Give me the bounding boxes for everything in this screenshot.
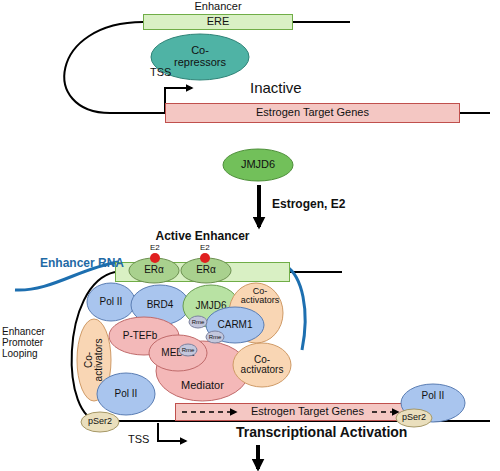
methyl-mark: Rme [188, 315, 208, 329]
node-text: pSer2 [88, 417, 112, 426]
ellipse-shape [233, 343, 291, 387]
text-label: TSS [150, 66, 171, 78]
node-text: Rme [209, 334, 222, 340]
node-text: Pol II [100, 297, 123, 308]
text-frame: MED12 [148, 334, 208, 372]
phospho-mark: pSer2 [80, 411, 120, 433]
node-text: Rme [182, 347, 195, 353]
enhancer-element: EREEnhancer [143, 0, 293, 30]
ellipse-shape [189, 316, 207, 328]
node-text: Mediator [181, 380, 224, 392]
ellipse-shape [401, 384, 465, 422]
node-text: Co-activators [239, 355, 285, 376]
ellipse-shape [181, 258, 231, 283]
edge-label: Enhancer Promoter Looping [2, 326, 64, 359]
node-text: Co-activators [237, 287, 283, 306]
ellipse-shape [206, 307, 264, 343]
text-frame: Rme [205, 330, 225, 344]
enhancer-strip: ERE [143, 14, 293, 30]
node-text: ERα [196, 265, 216, 276]
connector [64, 22, 165, 113]
dna-strand [293, 21, 350, 23]
coactivator-ellipse: Co-activators [232, 342, 292, 388]
text-frame: Co-activators [232, 342, 292, 388]
node-text: Co-activators [84, 334, 105, 386]
node-text: Pol II [422, 391, 445, 402]
dna-strand [460, 112, 490, 114]
node-text: Pol II [115, 389, 138, 400]
transcription-arrow [372, 411, 398, 413]
methyl-mark: Rme [205, 330, 225, 344]
text-label: Enhancer RNA [40, 257, 124, 270]
ellipse-shape [149, 335, 207, 371]
text-frame: Pol II [96, 372, 156, 416]
node-text: ERα [144, 265, 164, 276]
methyl-mark: Rme [178, 343, 198, 357]
ellipse-shape [87, 283, 135, 321]
node-text: ERE [207, 16, 230, 28]
dna-strand [290, 271, 342, 273]
ellipse-shape [223, 149, 293, 181]
protein-ellipse: MED12 [148, 334, 208, 372]
text-frame: Estrogen Target Genes [166, 104, 459, 122]
text-frame: JMJD6 [222, 148, 294, 182]
text-label: E2 [200, 244, 210, 253]
text-label: TSS [128, 433, 149, 445]
node-text: pSer2 [402, 413, 426, 422]
text-frame: Rme [188, 315, 208, 329]
node-text: BRD4 [147, 300, 174, 311]
ellipse-shape [129, 258, 179, 283]
node-text: Estrogen Target Genes [251, 406, 364, 418]
protein-ellipse: JMJD6 [222, 148, 294, 182]
ellipse-shape [97, 373, 155, 415]
node-text: Rme [192, 319, 205, 325]
node-text: Co-repressors [170, 45, 230, 68]
text-frame: Rme [178, 343, 198, 357]
node-text: P-TEFb [123, 331, 157, 342]
ellipse-shape [179, 344, 197, 356]
polymerase-ellipse: Pol II [86, 282, 136, 322]
estradiol-dot [200, 253, 210, 263]
connector [257, 185, 261, 227]
gene-bar: Estrogen Target Genes [165, 103, 460, 123]
estradiol-dot [150, 253, 160, 263]
text-label: E2 [150, 244, 160, 253]
ellipse-shape [81, 412, 119, 432]
text-label: Inactive [250, 80, 302, 97]
ellipse-shape [151, 34, 249, 80]
flow-arrow [256, 445, 260, 469]
heading-text: Active Enhancer [85, 230, 320, 243]
polymerase-ellipse: Pol II [96, 372, 156, 416]
ellipse-shape [206, 331, 224, 343]
node-text: JMJD6 [241, 159, 275, 171]
text-frame: pSer2 [80, 411, 120, 433]
tss-arrow [158, 423, 186, 441]
text-frame: Pol II [86, 282, 136, 322]
node-text: Estrogen Target Genes [256, 107, 369, 119]
heading-text: Enhancer [113, 0, 323, 12]
text-label: Transcriptional Activation [236, 425, 407, 440]
node-text: CARM1 [217, 320, 252, 331]
edge-label: Estrogen, E2 [272, 198, 345, 211]
